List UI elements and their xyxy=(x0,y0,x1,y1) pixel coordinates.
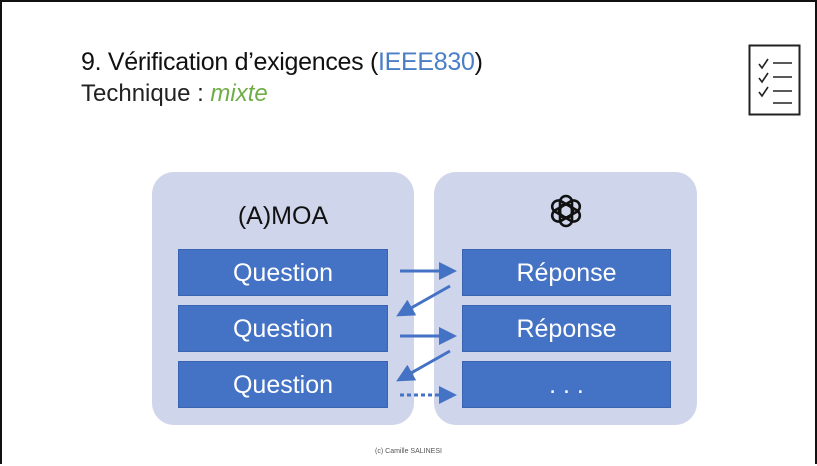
checklist-icon xyxy=(748,44,801,116)
answer-box-1: Réponse xyxy=(462,249,671,296)
question-box-2: Question xyxy=(178,305,388,352)
title-ref-open: ( xyxy=(370,48,379,76)
subtitle-prefix: Technique : xyxy=(81,80,211,107)
footer-credit: (c) Camille SALINESI xyxy=(375,448,442,455)
slide-subtitle: Technique : mixte xyxy=(81,80,268,108)
question-box-3: Question xyxy=(178,361,388,408)
answer-box-2: Réponse xyxy=(462,305,671,352)
question-box-1: Question xyxy=(178,249,388,296)
moa-heading: (A)MOA xyxy=(237,202,329,230)
ai-panel: Réponse Réponse . . . xyxy=(434,172,697,425)
title-text: 9. Vérification d’exigences xyxy=(81,48,364,76)
technique-mode: mixte xyxy=(210,80,268,107)
slide-title: 9. Vérification d’exigences (IEEE830) xyxy=(81,48,483,77)
title-standard-ref: IEEE830 xyxy=(378,48,475,76)
moa-panel: (A)MOA Question Question Question xyxy=(152,172,414,425)
title-ref-close: ) xyxy=(474,48,483,76)
answer-box-3: . . . xyxy=(462,361,671,408)
openai-logo-icon xyxy=(550,194,582,228)
